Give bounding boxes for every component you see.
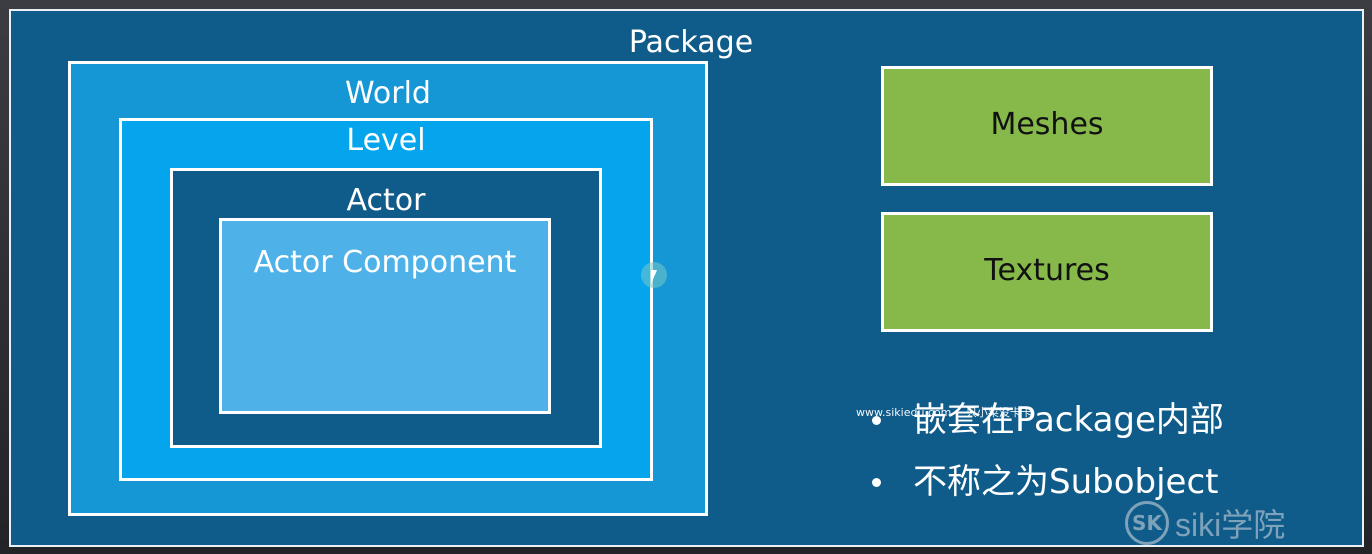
bullet-text: 不称之为Subobject bbox=[913, 462, 1219, 502]
meshes-box: Meshes bbox=[881, 66, 1213, 186]
actor-label: Actor bbox=[346, 183, 426, 218]
level-box: Level Actor Actor Component bbox=[119, 118, 653, 481]
bullet-dot-icon bbox=[872, 477, 881, 487]
siki-logo-icon: SK bbox=[1125, 501, 1169, 545]
siki-logo: SK siki学院 bbox=[1125, 500, 1285, 546]
package-box: Package World Level Actor Actor Componen… bbox=[9, 9, 1364, 547]
watermark-url: www.sikiedu.com 一只小菜没卡卡 bbox=[856, 406, 1032, 419]
siki-logo-text: siki学院 bbox=[1175, 507, 1286, 543]
world-label: World bbox=[345, 76, 431, 111]
mouse-pointer-icon bbox=[651, 270, 657, 284]
actor-component-box: Actor Component bbox=[219, 218, 551, 414]
actor-component-label: Actor Component bbox=[253, 245, 517, 280]
bullet-item: 不称之为Subobject bbox=[866, 451, 1224, 513]
world-box: World Level Actor Actor Component bbox=[68, 61, 708, 516]
textures-box: Textures bbox=[881, 212, 1213, 332]
meshes-label: Meshes bbox=[990, 107, 1104, 142]
textures-label: Textures bbox=[984, 253, 1110, 288]
bullet-item: 嵌套在Package内部 bbox=[866, 389, 1224, 451]
level-label: Level bbox=[346, 123, 426, 158]
bullet-text: 嵌套在Package内部 bbox=[913, 400, 1224, 440]
package-label: Package bbox=[628, 25, 754, 60]
bullet-dot-icon bbox=[872, 415, 881, 425]
bullet-list: 嵌套在Package内部 不称之为Subobject bbox=[866, 389, 1224, 513]
actor-box: Actor Actor Component bbox=[170, 168, 602, 448]
